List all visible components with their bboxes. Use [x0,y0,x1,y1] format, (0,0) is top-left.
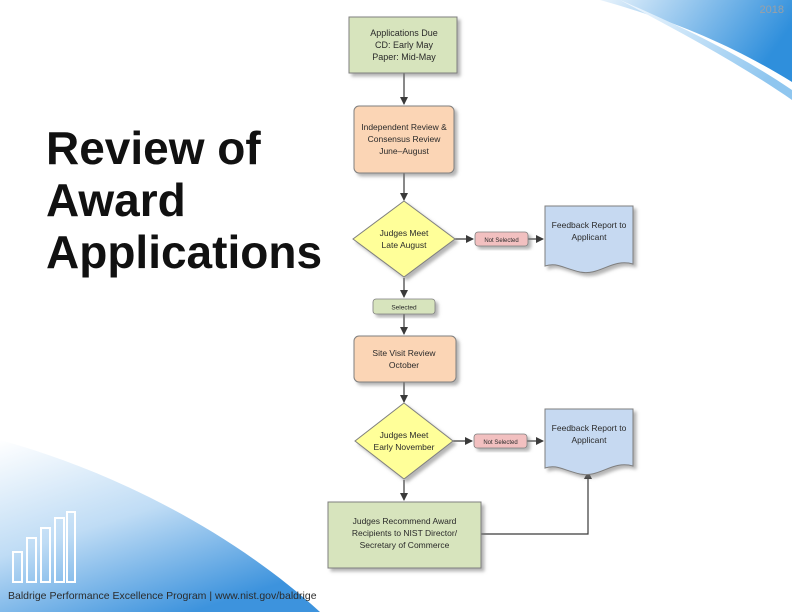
baldrige-logo-bars [12,511,76,583]
not-selected-label-2: Not Selected [473,433,528,449]
year-label: 2018 [759,4,784,16]
independent-review-box: Independent Review & Consensus Review Ju… [353,105,455,174]
judges-recommend-box: Judges Recommend Award Recipients to NIS… [327,501,482,569]
selected-text: Selected [391,305,417,312]
slide-title: Review of Award Applications [46,122,323,278]
judges-meet-early-november-diamond: Judges Meet Early November [354,402,454,480]
feedback-1-line-2: Applicant [572,232,608,242]
site-visit-line-2: October [389,360,419,370]
feedback-report-document-1: Feedback Report to Applicant [544,205,634,274]
top-right-swoosh [600,0,792,82]
selected-label: Selected [372,298,436,315]
not-selected-2-text: Not Selected [483,440,517,446]
site-visit-line-1: Site Visit Review [372,348,436,358]
applications-due-box: Applications Due CD: Early May Paper: Mi… [348,16,458,74]
feedback-2-line-2: Applicant [572,435,608,445]
independent-review-line-3: June–August [379,146,429,156]
applications-due-line-1: Applications Due [370,28,438,38]
applications-due-line-3: Paper: Mid-May [372,52,436,62]
feedback-2-line-1: Feedback Report to [552,423,627,433]
judges-meet-2-line-2: Early November [374,442,435,452]
independent-review-line-1: Independent Review & [361,122,447,132]
judges-meet-1-line-2: Late August [382,240,428,250]
feedback-1-line-1: Feedback Report to [552,220,627,230]
recommend-line-3: Secretary of Commerce [360,540,450,550]
not-selected-label-1: Not Selected [474,231,529,247]
judges-meet-1-line-1: Judges Meet [380,228,429,238]
applications-due-line-2: CD: Early May [375,40,434,50]
feedback-report-document-2: Feedback Report to Applicant [544,408,634,476]
recommend-line-1: Judges Recommend Award [353,516,457,526]
not-selected-1-text: Not Selected [484,238,518,244]
connector-lines [400,73,592,535]
independent-review-line-2: Consensus Review [368,134,442,144]
judges-meet-2-line-1: Judges Meet [380,430,429,440]
footer-text: Baldrige Performance Excellence Program … [8,590,317,602]
site-visit-review-box: Site Visit Review October [353,335,457,383]
bottom-left-swoosh [0,440,320,612]
judges-meet-late-august-diamond: Judges Meet Late August [352,200,456,278]
recommend-line-2: Recipients to NIST Director/ [352,528,458,538]
